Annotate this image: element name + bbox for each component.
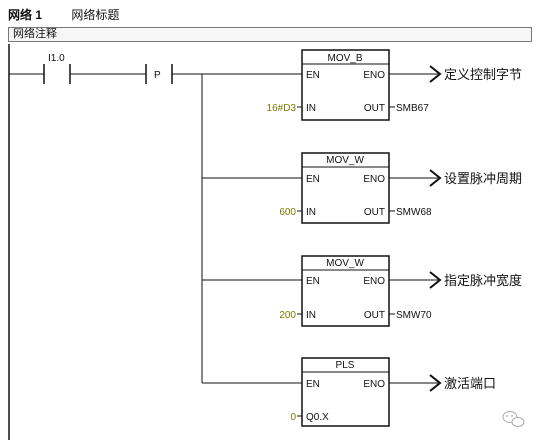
in-pin: IN [306,310,316,321]
block-name: MOV_B [327,53,362,64]
out-value: SMW70 [396,310,432,321]
block-comment: 指定脉冲宽度 [444,273,522,288]
eno-pin: ENO [363,70,385,81]
in-pin: IN [306,207,316,218]
coil-arrow-icon [429,169,442,187]
wechat-icon [502,411,525,427]
coil-arrow-icon [429,65,442,83]
in-pin: Q0.X [306,412,329,423]
pls-block[interactable]: PLS EN ENO Q0.X [301,357,390,427]
contact-address: I1.0 [48,53,65,64]
network-header: 网络 1 网络标题 [8,6,119,23]
positive-edge-contact[interactable]: P [145,64,173,84]
out-pin: OUT [364,207,385,218]
eno-pin: ENO [363,276,385,287]
coil-arrow-icon [429,374,442,392]
mov-b-block[interactable]: MOV_B EN ENO IN OUT [301,49,390,121]
en-pin: EN [306,70,320,81]
block-name: MOV_W [326,155,364,166]
out-value: SMB67 [396,103,429,114]
edge-label: P [154,70,161,81]
mov-w-block[interactable]: MOV_W EN ENO IN OUT [301,255,390,327]
coil-arrow-icon [429,271,442,289]
network-title[interactable]: 网络标题 [71,8,120,22]
block-comment: 设置脉冲周期 [444,171,522,186]
out-pin: OUT [364,310,385,321]
in-value: 200 [279,310,296,321]
network-comment[interactable]: 网络注释 [8,27,532,42]
block-comment: 定义控制字节 [444,67,522,82]
block-name: PLS [336,360,355,371]
block-comment: 激活端口 [444,376,496,391]
contact-i1-0[interactable]: I1.0 [43,53,71,84]
en-pin: EN [306,379,320,390]
out-value: SMW68 [396,207,432,218]
in-pin: IN [306,103,316,114]
out-pin: OUT [364,103,385,114]
eno-pin: ENO [363,174,385,185]
en-pin: EN [306,276,320,287]
mov-w-block[interactable]: MOV_W EN ENO IN OUT [301,152,390,224]
en-pin: EN [306,174,320,185]
in-value: 600 [279,207,296,218]
in-value: 16#D3 [267,103,297,114]
eno-pin: ENO [363,379,385,390]
network-number: 网络 1 [8,8,43,22]
block-name: MOV_W [326,258,364,269]
in-value: 0 [290,412,296,423]
